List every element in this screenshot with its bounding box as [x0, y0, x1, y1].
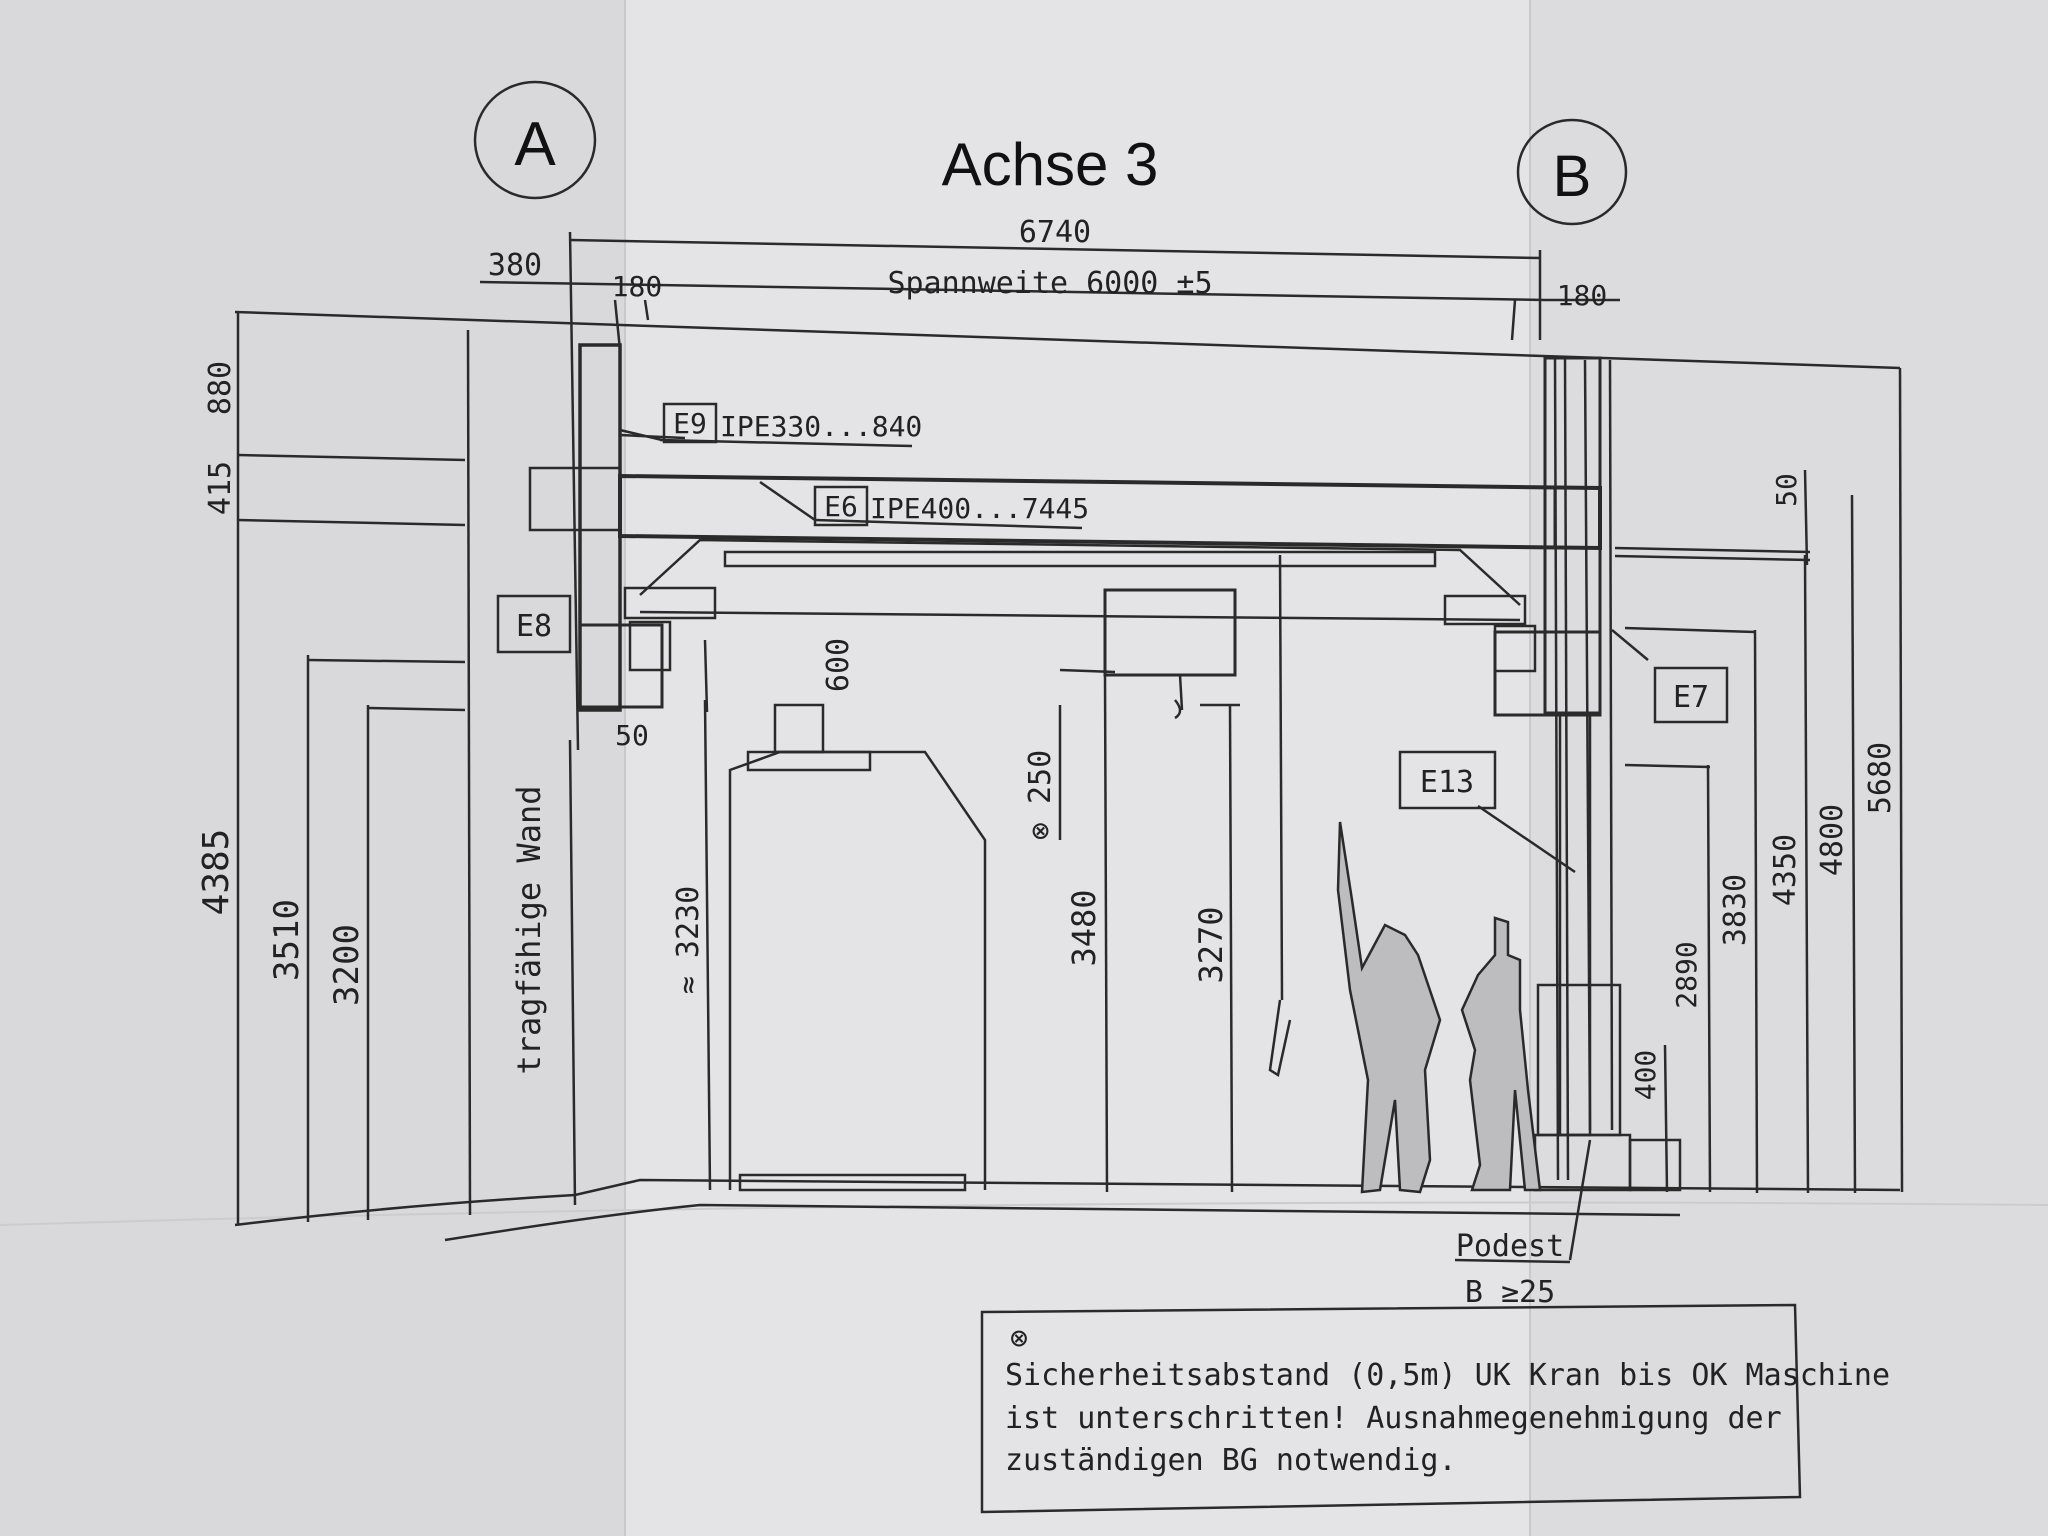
- dim-4800: 4800: [1815, 804, 1850, 876]
- e9-tag: E9: [673, 407, 707, 440]
- hoist: [1103, 588, 1237, 677]
- dim-3830: 3830: [1718, 874, 1753, 946]
- e6-tag: E6: [824, 490, 858, 523]
- e9-tag-box: [662, 402, 718, 444]
- dim-3270: 3270: [1192, 906, 1230, 983]
- wall-label: tragfähige Wand: [510, 786, 548, 1075]
- dim-4385: 4385: [196, 829, 237, 916]
- right-column: [1543, 356, 1602, 715]
- e7-label: E7: [1673, 680, 1709, 715]
- dim-2890: 2890: [1670, 941, 1703, 1008]
- dim-400: 400: [1629, 1050, 1662, 1101]
- dim-left-180: 180: [612, 270, 663, 303]
- e8-tag-box: [496, 594, 572, 654]
- person-standing: [1460, 916, 1542, 1192]
- dim-right-180: 180: [1557, 279, 1608, 312]
- e7-tag-box: [1653, 666, 1729, 724]
- dim-3510: 3510: [267, 899, 307, 981]
- note-line-1: Sicherheitsabstand (0,5m) UK Kran bis OK…: [1005, 1358, 1890, 1393]
- axis-b-circle: [1516, 118, 1628, 226]
- dim-total-width: 6740: [1019, 215, 1091, 250]
- dim-5680: 5680: [1863, 742, 1898, 814]
- podest-width: B ≥25: [1465, 1275, 1555, 1310]
- e9-profile: IPE330...840: [720, 410, 922, 443]
- dim-600: 600: [821, 638, 856, 692]
- podest-label: Podest: [1456, 1229, 1564, 1264]
- e6-profile: IPE400...7445: [870, 492, 1089, 525]
- note-line-3: zuständigen BG notwendig.: [1005, 1443, 1457, 1478]
- axis-a-label: A: [514, 110, 556, 179]
- e8-label: E8: [516, 609, 552, 644]
- axis-a-circle: [473, 80, 597, 200]
- dim-3230: ≈ 3230: [671, 886, 706, 994]
- e6-tag-box: [813, 485, 869, 527]
- note-symbol: ⊗: [1010, 1321, 1028, 1356]
- dim-left-offset: 380: [488, 248, 542, 283]
- note-box: [980, 1303, 1802, 1514]
- dim-250: ⊗ 250: [1023, 750, 1058, 840]
- axis-b-label: B: [1553, 144, 1592, 209]
- dim-3200: 3200: [327, 924, 367, 1006]
- e13-tag-box: [1398, 750, 1497, 810]
- dim-415: 415: [203, 461, 238, 515]
- note-line-2: ist unterschritten! Ausnahmegenehmigung …: [1005, 1401, 1782, 1436]
- page-title: Achse 3: [942, 131, 1159, 198]
- e13-label: E13: [1420, 765, 1474, 800]
- dim-50-right: 50: [1770, 473, 1803, 507]
- dim-880: 880: [203, 361, 238, 415]
- dim-span: Spannweite 6000 ±5: [887, 266, 1212, 301]
- dim-50-left: 50: [615, 719, 649, 752]
- dim-4350: 4350: [1768, 834, 1803, 906]
- dim-3480: 3480: [1065, 889, 1103, 966]
- person-reaching: [1336, 821, 1442, 1194]
